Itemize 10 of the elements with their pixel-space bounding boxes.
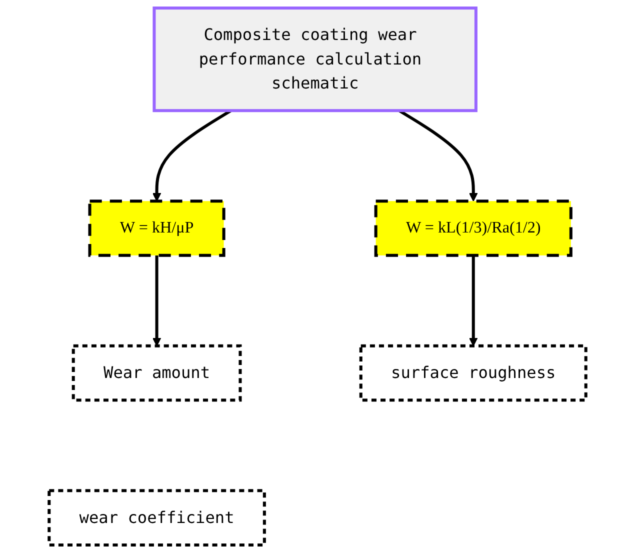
arrow: [152, 109, 232, 202]
arrow: [398, 109, 478, 202]
node-box: Wear amount: [72, 344, 242, 402]
arrow: [468, 255, 478, 346]
node-box: W = kL(1/3)/Ra(1/2): [374, 200, 572, 257]
node-box: Composite coating wear performance calculation schematic: [152, 6, 478, 112]
node-box: W = kH/μP: [88, 200, 226, 257]
node-box: wear coefficient: [48, 489, 266, 546]
arrow: [152, 255, 162, 346]
node-box: surface roughness: [359, 344, 588, 402]
